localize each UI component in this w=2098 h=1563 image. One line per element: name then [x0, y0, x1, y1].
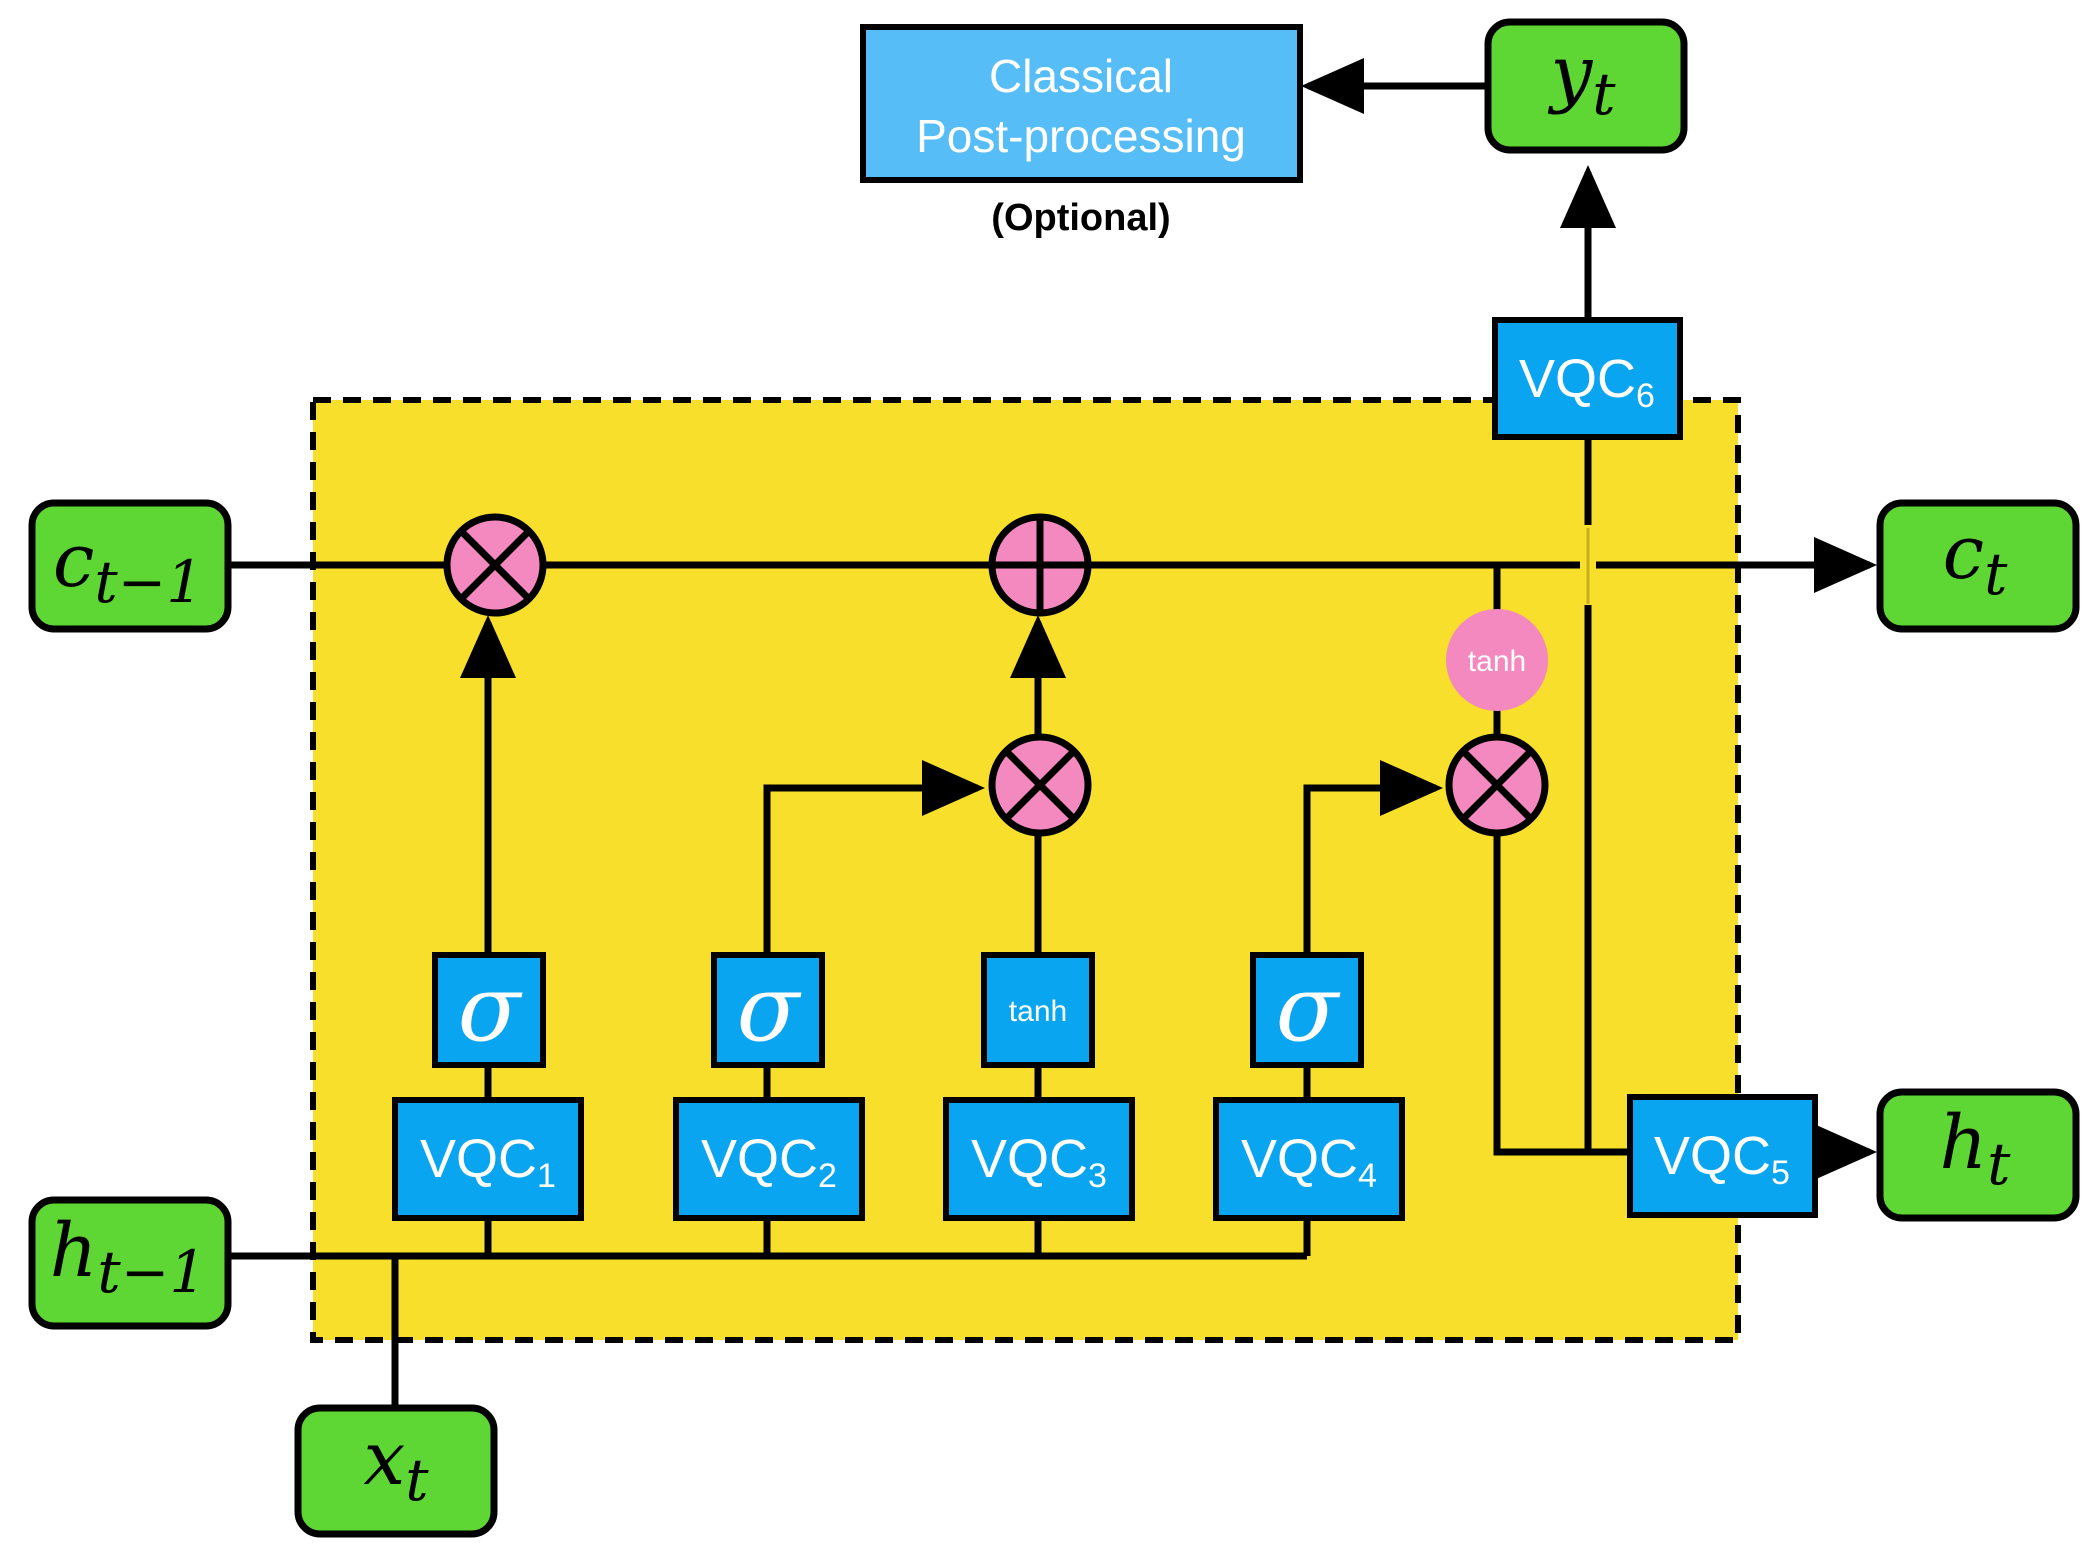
sigma2-activation: σ [711, 952, 825, 1068]
svg-text:xt: xt [363, 1416, 429, 1514]
cell-add-op [988, 513, 1092, 617]
svg-text:VQC3: VQC3 [971, 1129, 1107, 1195]
sigma1-activation: σ [432, 952, 546, 1068]
input-multiply-op [988, 733, 1092, 837]
svg-text:σ: σ [1276, 955, 1341, 1062]
tanh-circle-label: tanh [1468, 645, 1526, 678]
output-multiply-op [1445, 733, 1549, 837]
svg-text:ct: ct [1943, 510, 2008, 608]
c-next-node: ct [1876, 499, 2080, 633]
svg-text:ht−1: ht−1 [50, 1208, 206, 1306]
h-next-node: ht [1876, 1088, 2080, 1222]
svg-text:σ: σ [458, 955, 523, 1062]
post-processing-optional-note: (Optional) [991, 197, 1170, 239]
vqc6-block: VQC6 [1492, 317, 1683, 440]
tanh-circle-op: tanh [1446, 609, 1548, 711]
svg-text:VQC2: VQC2 [701, 1129, 837, 1195]
classical-post-processing-block: Classical Post-processing [860, 24, 1303, 183]
vqc3-block: VQC3 [943, 1097, 1135, 1221]
forget-multiply-op [443, 513, 547, 617]
post-processing-line1: Classical [989, 50, 1173, 102]
vqc4-block: VQC4 [1213, 1097, 1405, 1221]
x-input-node: xt [294, 1404, 498, 1538]
svg-text:VQC1: VQC1 [420, 1129, 556, 1195]
svg-text:VQC4: VQC4 [1241, 1129, 1377, 1195]
vqc5-block: VQC5 [1627, 1094, 1818, 1218]
svg-text:tanh: tanh [1009, 995, 1067, 1028]
svg-text:yt: yt [1547, 30, 1616, 128]
post-processing-line2: Post-processing [916, 110, 1246, 162]
vqc1-block: VQC1 [392, 1097, 584, 1221]
sigma4-to-output-mult [1303, 760, 1443, 955]
svg-text:VQC5: VQC5 [1654, 1126, 1790, 1192]
connections [228, 58, 1877, 1408]
c-prev-node: ct−1 [28, 499, 232, 633]
tanh3-activation: tanh [981, 952, 1095, 1068]
svg-text:ct−1: ct−1 [53, 518, 203, 616]
svg-text:ht: ht [1940, 1100, 2012, 1198]
sigma2-to-input-mult [763, 760, 985, 955]
y-output-node: yt [1484, 18, 1688, 154]
svg-text:VQC6: VQC6 [1519, 349, 1655, 415]
svg-text:σ: σ [737, 955, 802, 1062]
h-prev-node: ht−1 [28, 1196, 232, 1330]
vqc2-block: VQC2 [673, 1097, 865, 1221]
sigma4-activation: σ [1250, 952, 1364, 1068]
